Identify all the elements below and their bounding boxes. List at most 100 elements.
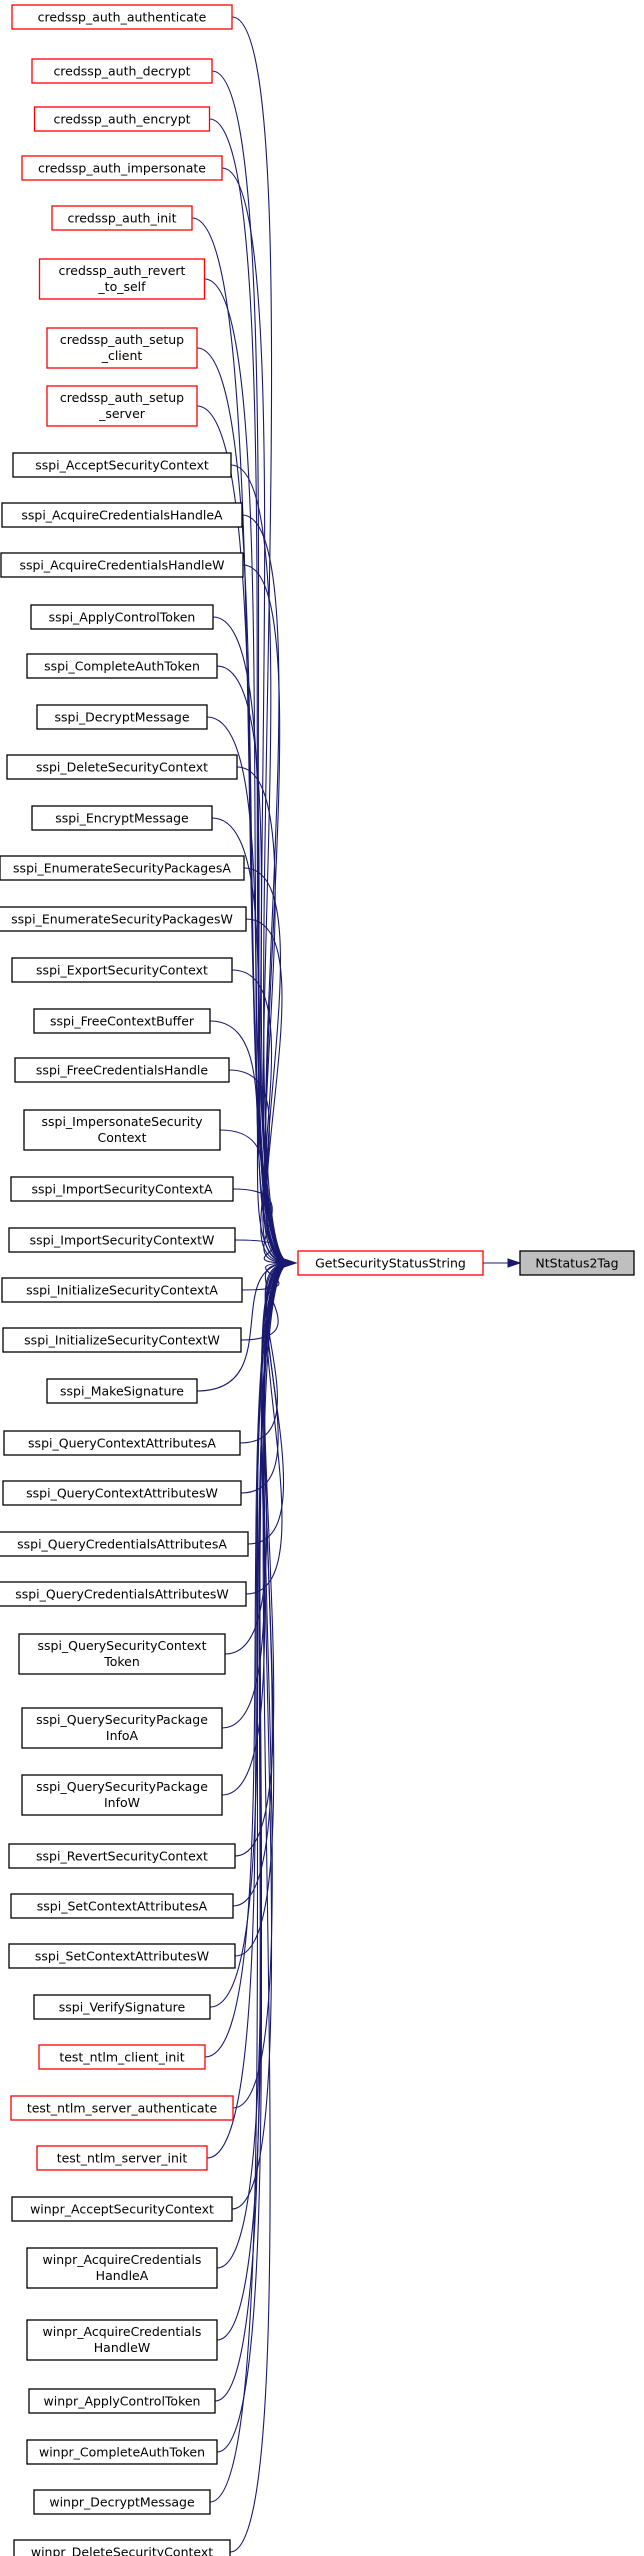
- node-credssp-auth-encrypt[interactable]: credssp_auth_encrypt: [33, 106, 211, 132]
- edge-test-ntlm-server-init: [206, 1262, 291, 2159]
- node-ntstatus2tag[interactable]: NtStatus2Tag: [519, 1250, 635, 1276]
- node-winpr-applycontroltoken-label: winpr_ApplyControlToken: [44, 2394, 201, 2409]
- node-sspi-querycredentialsattributesa[interactable]: sspi_QueryCredentialsAttributesA: [0, 1531, 249, 1557]
- node-sspi-enumeratesecuritypackagesa[interactable]: sspi_EnumerateSecurityPackagesA: [0, 855, 245, 881]
- node-sspi-makesignature[interactable]: sspi_MakeSignature: [46, 1378, 198, 1404]
- node-winpr-acquirecredentialshandlew-label-1: winpr_AcquireCredentials: [43, 2324, 202, 2339]
- node-sspi-importsecuritycontextw-label: sspi_ImportSecurityContextW: [30, 1233, 215, 1248]
- node-credssp-auth-decrypt-label: credssp_auth_decrypt: [53, 64, 190, 79]
- edge-sspi-freecontextbuffer: [209, 1020, 291, 1264]
- node-credssp-auth-encrypt-label: credssp_auth_encrypt: [53, 112, 190, 127]
- node-winpr-decryptmessage[interactable]: winpr_DecryptMessage: [33, 2489, 211, 2515]
- node-sspi-decryptmessage-label: sspi_DecryptMessage: [54, 710, 189, 725]
- node-sspi-acceptsecuritycontext-label: sspi_AcceptSecurityContext: [35, 458, 209, 473]
- node-winpr-acceptsecuritycontext[interactable]: winpr_AcceptSecurityContext: [11, 2196, 233, 2222]
- node-credssp-auth-init[interactable]: credssp_auth_init: [51, 205, 193, 231]
- node-sspi-revertsecuritycontext[interactable]: sspi_RevertSecurityContext: [8, 1843, 236, 1869]
- node-test-ntlm-server-init[interactable]: test_ntlm_server_init: [36, 2145, 208, 2171]
- node-credssp-auth-setup-server[interactable]: credssp_auth_setup_server: [46, 385, 198, 427]
- node-credssp-auth-impersonate[interactable]: credssp_auth_impersonate: [21, 155, 223, 181]
- node-credssp-auth-setup-client[interactable]: credssp_auth_setup_client: [46, 327, 198, 369]
- edge-winpr-deletesecuritycontext: [229, 1262, 291, 2553]
- node-sspi-initializesecuritycontexta-label: sspi_InitializeSecurityContextA: [26, 1283, 218, 1298]
- node-sspi-acceptsecuritycontext[interactable]: sspi_AcceptSecurityContext: [12, 452, 232, 478]
- node-credssp-auth-revert-to-self-label-2: _to_self: [97, 279, 146, 294]
- node-winpr-acquirecredentialshandlea[interactable]: winpr_AcquireCredentialsHandleA: [26, 2247, 218, 2289]
- node-sspi-deletesecuritycontext[interactable]: sspi_DeleteSecurityContext: [6, 754, 238, 780]
- node-sspi-enumeratesecuritypackagesw-label: sspi_EnumerateSecurityPackagesW: [11, 912, 233, 927]
- edge-winpr-decryptmessage: [209, 1262, 291, 2503]
- node-winpr-deletesecuritycontext-label: winpr_DeleteSecurityContext: [31, 2545, 213, 2556]
- node-sspi-freecredentialshandle-label: sspi_FreeCredentialsHandle: [36, 1063, 208, 1078]
- node-sspi-acquirecredentialshandlew[interactable]: sspi_AcquireCredentialsHandleW: [0, 552, 244, 578]
- node-sspi-freecontextbuffer[interactable]: sspi_FreeContextBuffer: [33, 1008, 211, 1034]
- edge-to-ntstatus2tag-arrowhead: [507, 1258, 522, 1268]
- node-sspi-querycontextattributesw[interactable]: sspi_QueryContextAttributesW: [2, 1480, 242, 1506]
- node-sspi-querysecuritypackageinfow-label-2: InfoW: [104, 1795, 140, 1810]
- node-sspi-querysecuritypackageinfoa-label-2: InfoA: [106, 1728, 139, 1743]
- node-credssp-auth-authenticate[interactable]: credssp_auth_authenticate: [11, 4, 233, 30]
- node-sspi-importsecuritycontextw[interactable]: sspi_ImportSecurityContextW: [8, 1227, 236, 1253]
- node-sspi-applycontroltoken[interactable]: sspi_ApplyControlToken: [30, 604, 214, 630]
- edge-test-ntlm-client-init: [204, 1262, 291, 2058]
- node-sspi-initializesecuritycontextw-label: sspi_InitializeSecurityContextW: [24, 1333, 220, 1348]
- node-winpr-acquirecredentialshandlew[interactable]: winpr_AcquireCredentialsHandleW: [26, 2319, 218, 2361]
- node-credssp-auth-decrypt[interactable]: credssp_auth_decrypt: [31, 58, 213, 84]
- node-sspi-enumeratesecuritypackagesw[interactable]: sspi_EnumerateSecurityPackagesW: [0, 906, 247, 932]
- node-sspi-querycontextattributesa-label: sspi_QueryContextAttributesA: [28, 1436, 216, 1451]
- node-winpr-acquirecredentialshandlea-label-2: HandleA: [96, 2268, 149, 2283]
- node-sspi-makesignature-label: sspi_MakeSignature: [60, 1384, 184, 1399]
- node-winpr-completeauthtoken[interactable]: winpr_CompleteAuthToken: [26, 2439, 218, 2465]
- edge-credssp-auth-init: [191, 217, 291, 1264]
- node-test-ntlm-client-init[interactable]: test_ntlm_client_init: [38, 2044, 206, 2070]
- node-credssp-auth-impersonate-label: credssp_auth_impersonate: [38, 161, 206, 176]
- node-sspi-setcontextattributesa[interactable]: sspi_SetContextAttributesA: [10, 1893, 234, 1919]
- node-sspi-deletesecuritycontext-label: sspi_DeleteSecurityContext: [36, 760, 208, 775]
- node-sspi-acquirecredentialshandlea-label: sspi_AcquireCredentialsHandleA: [21, 508, 223, 523]
- node-winpr-deletesecuritycontext[interactable]: winpr_DeleteSecurityContext: [13, 2539, 231, 2556]
- node-get-security-status-string[interactable]: GetSecurityStatusString: [297, 1250, 484, 1276]
- node-winpr-acquirecredentialshandlea-label-1: winpr_AcquireCredentials: [43, 2252, 202, 2267]
- node-test-ntlm-server-authenticate[interactable]: test_ntlm_server_authenticate: [10, 2095, 234, 2121]
- node-credssp-auth-init-label: credssp_auth_init: [68, 211, 177, 226]
- node-sspi-verifysignature[interactable]: sspi_VerifySignature: [33, 1994, 211, 2020]
- node-sspi-encryptmessage-label: sspi_EncryptMessage: [55, 811, 189, 826]
- node-winpr-completeauthtoken-label: winpr_CompleteAuthToken: [39, 2445, 205, 2460]
- node-sspi-importsecuritycontexta[interactable]: sspi_ImportSecurityContextA: [10, 1176, 234, 1202]
- node-sspi-acquirecredentialshandlew-label: sspi_AcquireCredentialsHandleW: [19, 558, 224, 573]
- node-sspi-initializesecuritycontexta[interactable]: sspi_InitializeSecurityContextA: [1, 1277, 243, 1303]
- node-sspi-completeauthtoken[interactable]: sspi_CompleteAuthToken: [26, 653, 218, 679]
- edge-sspi-querycredentialsattributesa: [247, 1262, 291, 1545]
- node-sspi-setcontextattributesw[interactable]: sspi_SetContextAttributesW: [8, 1943, 236, 1969]
- node-sspi-querycontextattributesa[interactable]: sspi_QueryContextAttributesA: [3, 1430, 241, 1456]
- node-sspi-revertsecuritycontext-label: sspi_RevertSecurityContext: [36, 1849, 208, 1864]
- edge-sspi-importsecuritycontexta: [232, 1188, 291, 1264]
- node-winpr-applycontroltoken[interactable]: winpr_ApplyControlToken: [28, 2388, 216, 2414]
- node-sspi-decryptmessage[interactable]: sspi_DecryptMessage: [36, 704, 208, 730]
- node-credssp-auth-revert-to-self-label-1: credssp_auth_revert: [59, 263, 186, 278]
- node-sspi-acquirecredentialshandlea[interactable]: sspi_AcquireCredentialsHandleA: [1, 502, 243, 528]
- node-winpr-decryptmessage-label: winpr_DecryptMessage: [49, 2495, 195, 2510]
- node-sspi-freecredentialshandle[interactable]: sspi_FreeCredentialsHandle: [14, 1057, 230, 1083]
- edge-credssp-auth-authenticate: [231, 16, 291, 1264]
- node-sspi-querysecuritypackageinfoa-label-1: sspi_QuerySecurityPackage: [36, 1712, 208, 1727]
- node-test-ntlm-server-authenticate-label: test_ntlm_server_authenticate: [27, 2101, 218, 2116]
- node-credssp-auth-setup-server-label-1: credssp_auth_setup: [60, 390, 184, 405]
- node-sspi-encryptmessage[interactable]: sspi_EncryptMessage: [31, 805, 213, 831]
- node-sspi-exportsecuritycontext[interactable]: sspi_ExportSecurityContext: [11, 957, 233, 983]
- node-sspi-querycredentialsattributesw[interactable]: sspi_QueryCredentialsAttributesW: [0, 1581, 247, 1607]
- node-sspi-querysecuritypackageinfow-label-1: sspi_QuerySecurityPackage: [36, 1779, 208, 1794]
- node-sspi-applycontroltoken-label: sspi_ApplyControlToken: [49, 610, 196, 625]
- edge-sspi-freecredentialshandle: [228, 1069, 291, 1264]
- node-credssp-auth-authenticate-label: credssp_auth_authenticate: [38, 10, 207, 25]
- node-credssp-auth-revert-to-self[interactable]: credssp_auth_revert_to_self: [38, 258, 206, 300]
- node-sspi-enumeratesecuritypackagesa-label: sspi_EnumerateSecurityPackagesA: [13, 861, 231, 876]
- edge-callers-arrowhead: [283, 1258, 298, 1268]
- node-get-security-status-string-label: GetSecurityStatusString: [315, 1256, 466, 1271]
- node-sspi-initializesecuritycontextw[interactable]: sspi_InitializeSecurityContextW: [2, 1327, 242, 1353]
